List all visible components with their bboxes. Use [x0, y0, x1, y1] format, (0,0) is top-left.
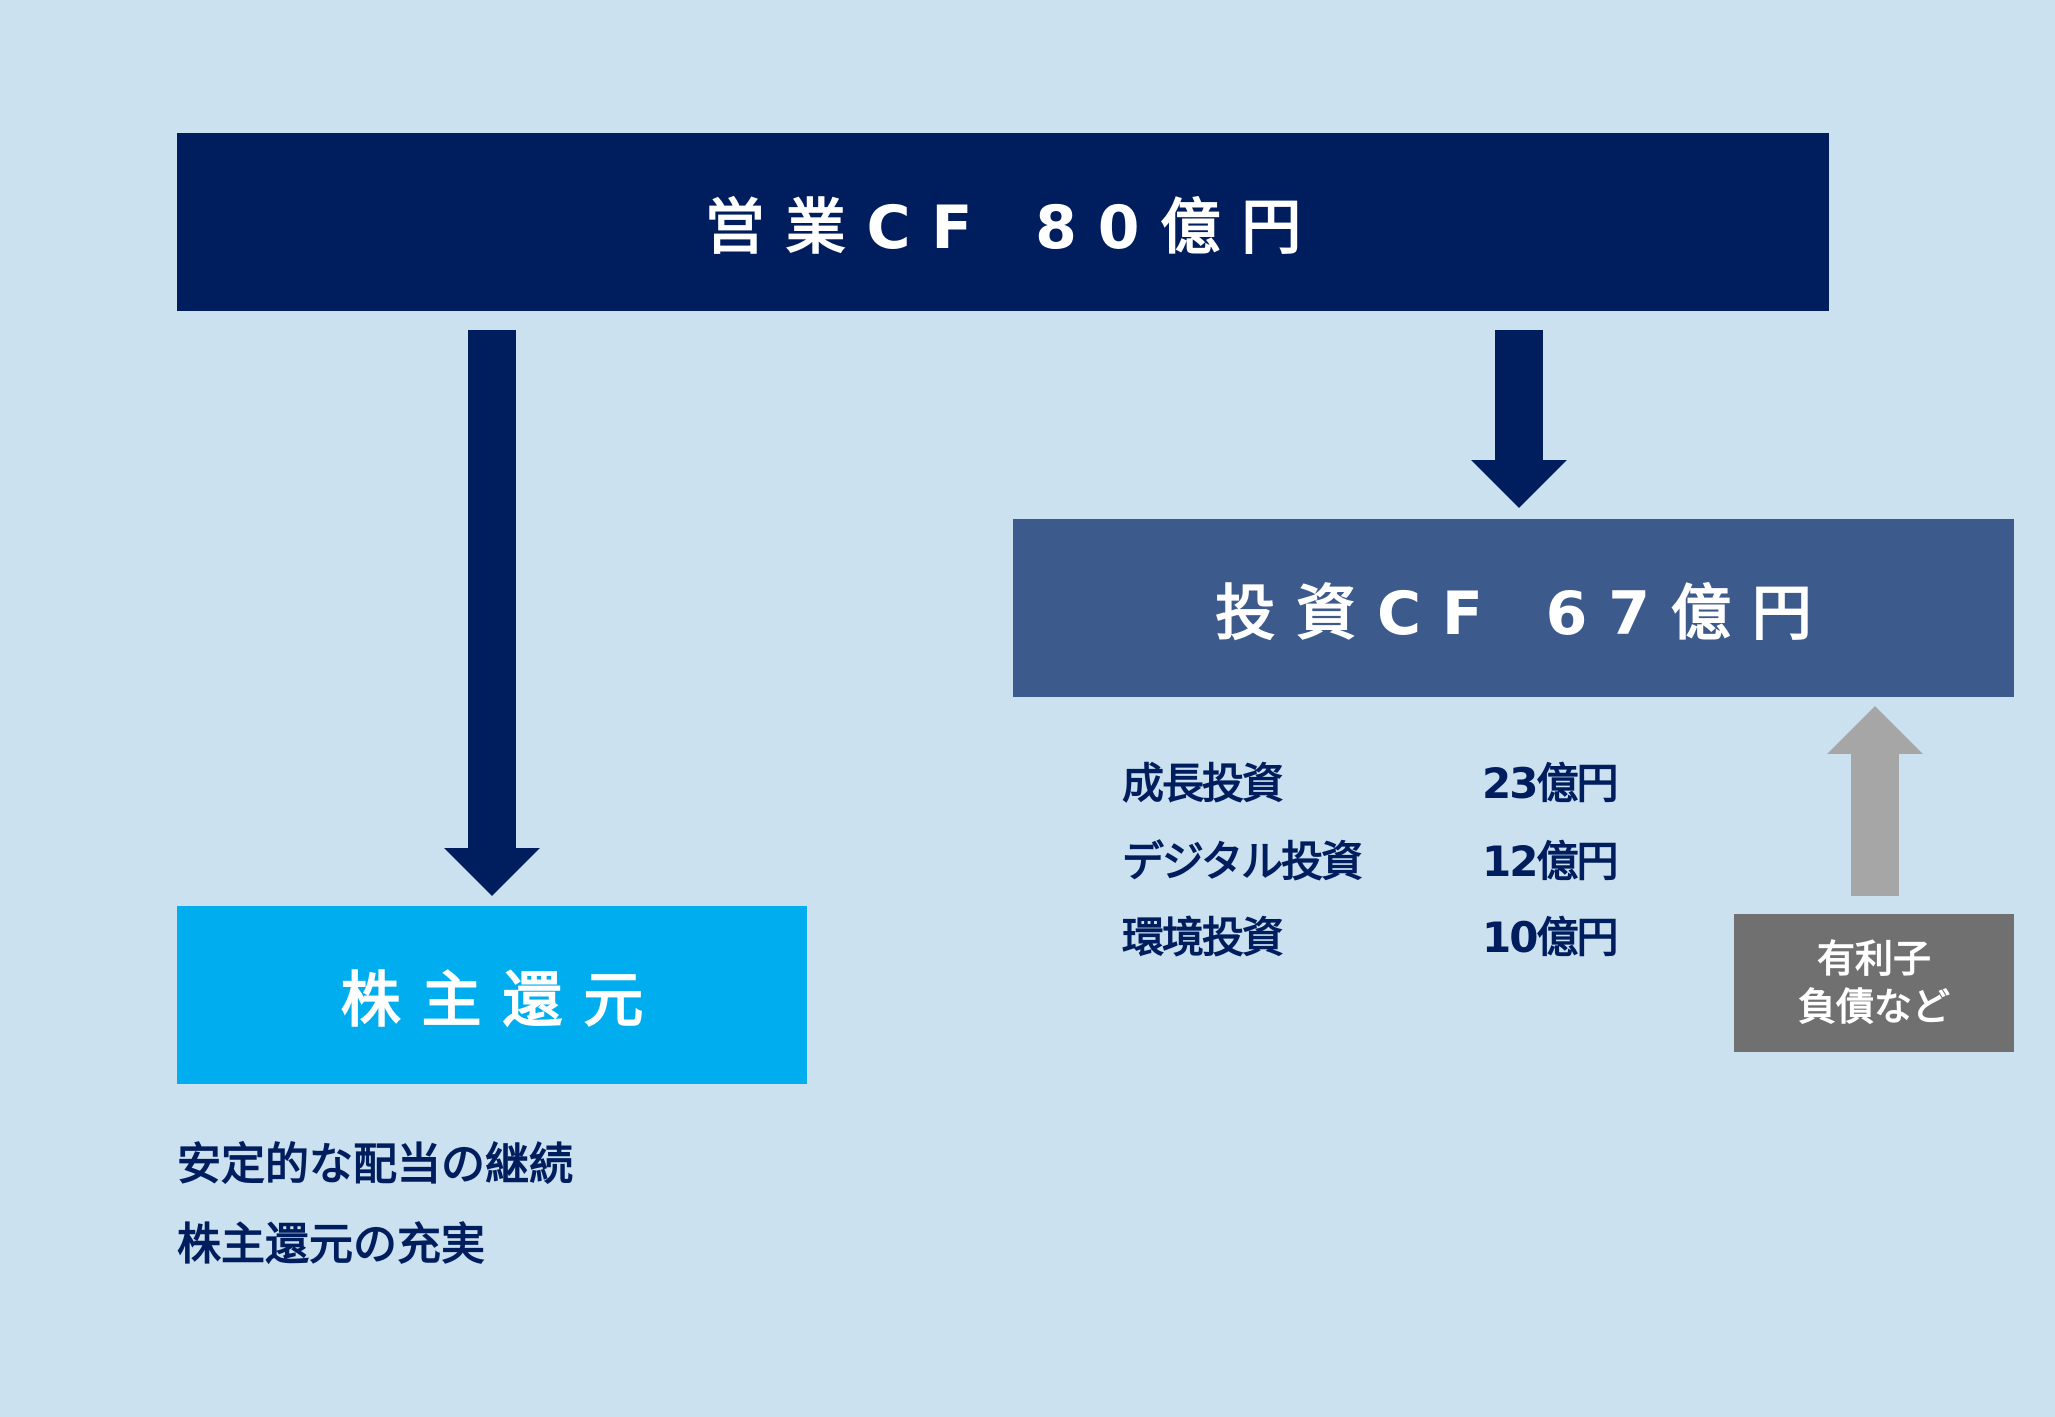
investment-name: デジタル投資	[1122, 837, 1363, 886]
debt-label-line1: 有利子	[1816, 937, 1931, 981]
investment-name: 環境投資	[1122, 913, 1284, 962]
shareholder-return-label: 株 主 還 元	[340, 965, 644, 1036]
investment-amount: 23億円	[1482, 759, 1618, 808]
operating-cf-box: 営 業 C F 8 0 億 円	[177, 133, 1829, 311]
operating-cf-label: 営 業 C F 8 0 億 円	[704, 192, 1302, 263]
debt-label-line2: 負債など	[1797, 985, 1950, 1029]
investing-cf-box: 投 資 C F 6 7 億 円	[1013, 519, 2014, 697]
shareholder-return-box: 株 主 還 元	[177, 906, 807, 1084]
arrow-to-shareholder-return	[444, 330, 540, 896]
investment-amount: 12億円	[1482, 837, 1618, 886]
arrow-debt-to-investing-cf	[1827, 706, 1923, 896]
investment-name: 成長投資	[1122, 759, 1284, 808]
arrow-to-investing-cf	[1471, 330, 1567, 508]
shareholder-return-item: 株主還元の充実	[177, 1219, 485, 1270]
investing-cf-label: 投 資 C F 6 7 億 円	[1215, 578, 1812, 649]
investment-amount: 10億円	[1482, 913, 1618, 962]
shareholder-return-item: 安定的な配当の継続	[177, 1139, 573, 1190]
debt-box: 有利子 負債など	[1734, 914, 2014, 1052]
